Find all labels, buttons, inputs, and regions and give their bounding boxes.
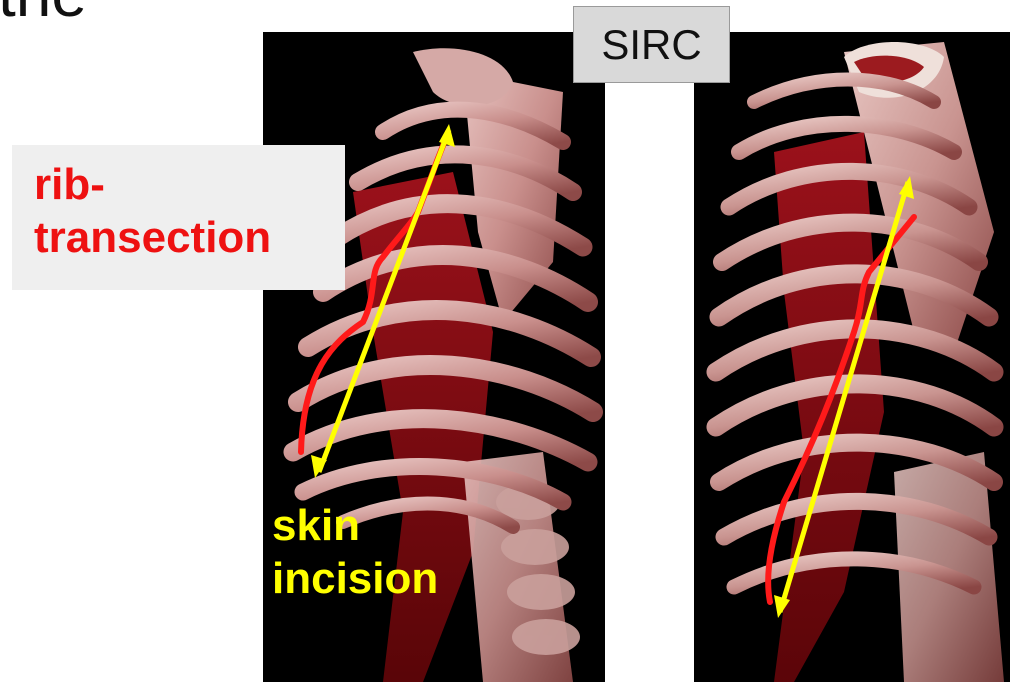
rib-transection-label-line2: transection [34,212,345,265]
ribcage-illustration-right [694,32,1010,682]
skin-incision-label-line1: skin [272,500,438,553]
skin-incision-label-line2: incision [272,553,438,606]
partial-heading-text: the [0,0,87,26]
rib-transection-label-line1: rib- [34,159,345,212]
rib-transection-label: rib- transection [12,145,345,290]
sirc-label: SIRC [573,6,730,83]
ct-rendering-right [694,32,1010,682]
skin-incision-label: skin incision [272,500,438,606]
